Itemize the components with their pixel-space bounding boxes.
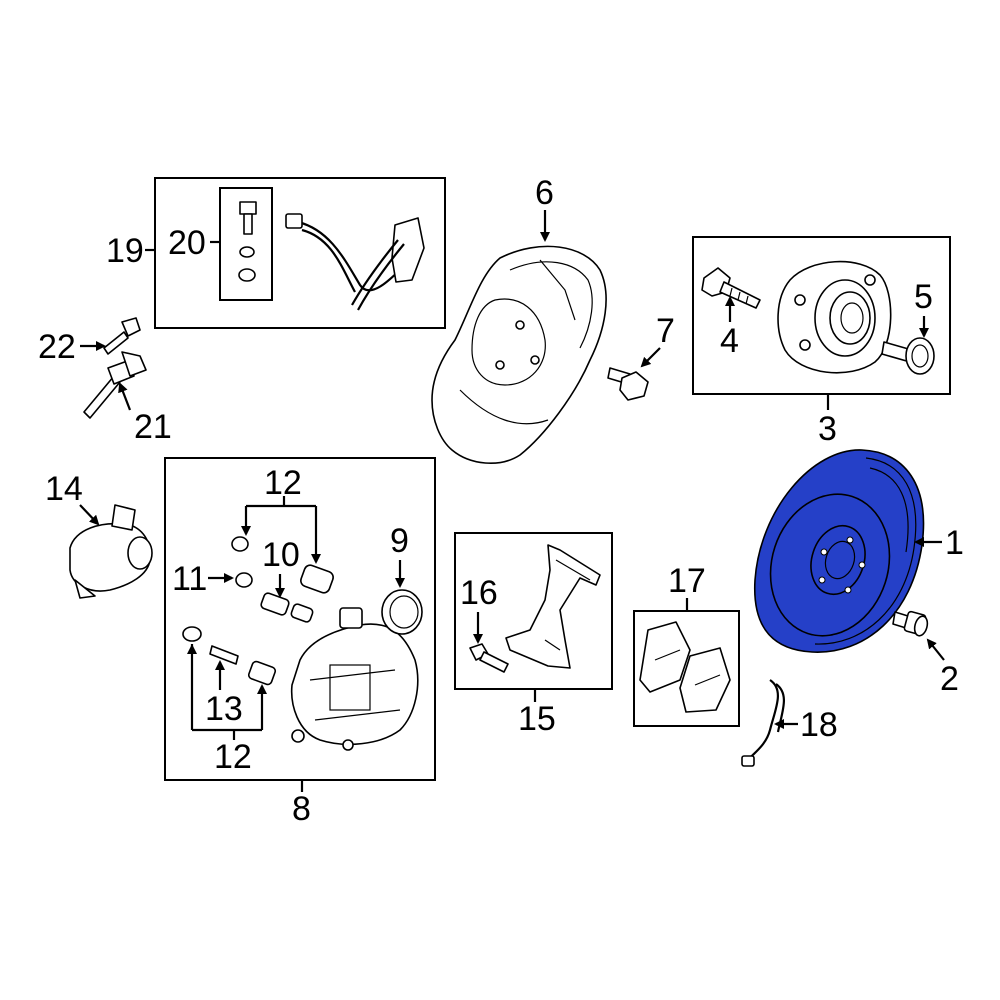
callout-7: 7 bbox=[656, 312, 675, 350]
bracket-bolt-16[interactable] bbox=[469, 643, 509, 673]
parking-brake-actuator[interactable] bbox=[69, 504, 153, 599]
guide-pin-10[interactable] bbox=[260, 592, 314, 623]
dust-shield[interactable] bbox=[431, 245, 607, 465]
callout-20: 20 bbox=[168, 224, 206, 262]
bolt-22[interactable] bbox=[103, 317, 141, 355]
guide-bolt-13[interactable] bbox=[182, 626, 277, 686]
group-box-19 bbox=[154, 177, 446, 329]
callout-12-bottom: 12 bbox=[214, 738, 252, 776]
group-box-3 bbox=[692, 236, 951, 395]
callout-15: 15 bbox=[518, 700, 556, 738]
guide-bushing-12-top[interactable] bbox=[231, 536, 335, 594]
brake-caliper[interactable] bbox=[290, 607, 419, 751]
shield-bolt[interactable] bbox=[607, 367, 649, 401]
group-box-15 bbox=[454, 532, 613, 690]
callout-19: 19 bbox=[106, 232, 144, 270]
hub-bolt-4[interactable] bbox=[701, 267, 761, 309]
rotor-screw[interactable] bbox=[892, 610, 929, 637]
callout-14: 14 bbox=[45, 470, 83, 508]
brake-pads[interactable] bbox=[639, 621, 731, 713]
callout-21: 21 bbox=[134, 408, 172, 446]
leader-lines bbox=[79, 210, 945, 792]
caliper-seal-9[interactable] bbox=[381, 589, 423, 635]
callout-5: 5 bbox=[914, 278, 933, 316]
group-box-20 bbox=[219, 187, 273, 301]
callout-4: 4 bbox=[720, 322, 739, 360]
caliper-bracket[interactable] bbox=[505, 544, 601, 669]
callout-3: 3 bbox=[818, 410, 837, 448]
callout-9: 9 bbox=[390, 522, 409, 560]
sensor-bolt[interactable] bbox=[238, 201, 257, 282]
callout-11: 11 bbox=[172, 560, 207, 598]
callout-18: 18 bbox=[800, 706, 838, 744]
hub-bolt-5[interactable] bbox=[881, 337, 935, 375]
bushing-11[interactable] bbox=[235, 572, 253, 588]
brake-rotor[interactable] bbox=[753, 449, 925, 653]
callout-8: 8 bbox=[292, 790, 311, 828]
sensor-21[interactable] bbox=[83, 351, 147, 419]
hub-bearing[interactable] bbox=[777, 260, 892, 374]
callout-17: 17 bbox=[668, 562, 706, 600]
callout-12-top: 12 bbox=[264, 464, 302, 502]
callout-16: 16 bbox=[460, 574, 498, 612]
group-box-8 bbox=[164, 457, 436, 781]
callout-2: 2 bbox=[940, 660, 959, 698]
callout-13: 13 bbox=[205, 690, 243, 728]
callout-1: 1 bbox=[945, 524, 964, 562]
callout-10: 10 bbox=[262, 536, 300, 574]
callout-6: 6 bbox=[535, 174, 554, 212]
callout-22: 22 bbox=[38, 328, 76, 366]
abs-sensor-harness[interactable] bbox=[285, 213, 425, 311]
